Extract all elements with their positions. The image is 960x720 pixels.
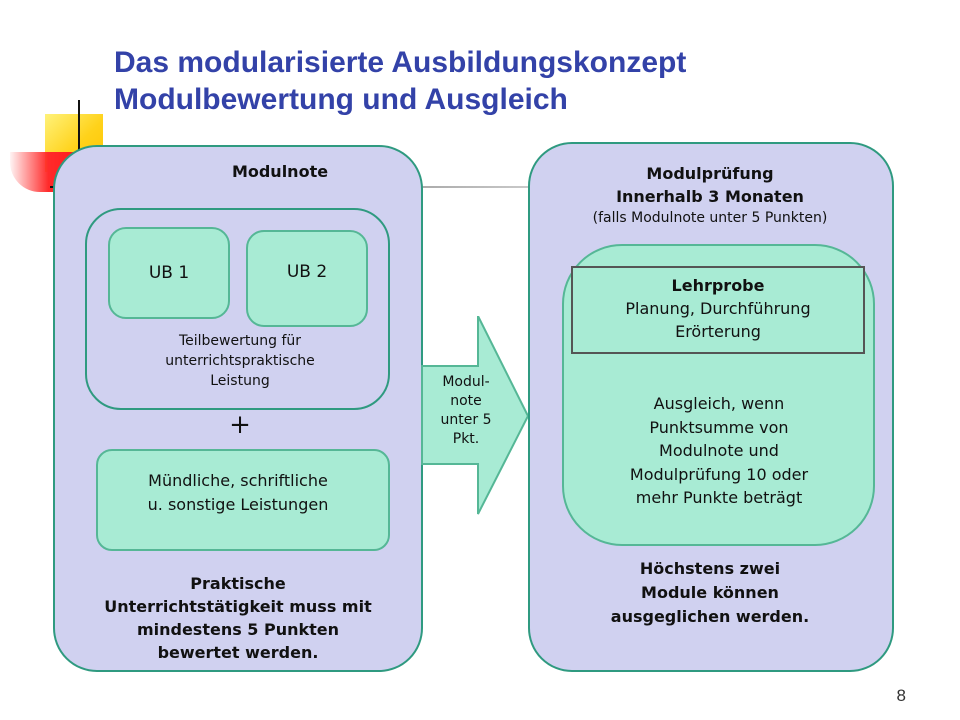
muendlich-text: Mündliche, schriftliche u. sonstige Leis… <box>96 469 380 517</box>
teil-line-3: Leistung <box>210 373 270 389</box>
teil-line-2: unterrichtspraktische <box>165 353 315 369</box>
muendlich-line-1: Mündliche, schriftliche <box>148 471 328 490</box>
title-line-2: Modulbewertung und Ausgleich <box>114 83 568 116</box>
lehrprobe-line-1: Planung, Durchführung <box>625 299 811 318</box>
modulpruefung-subheading: Innerhalb 3 Monaten <box>616 187 804 206</box>
right-footer-line-3: ausgeglichen werden. <box>610 607 810 626</box>
decorative-vertical-line <box>78 100 80 192</box>
lehrprobe-title: Lehrprobe <box>671 276 765 295</box>
modulnote-heading: Modulnote <box>231 162 329 181</box>
ub1-box: UB 1 <box>108 227 230 319</box>
lehrprobe-box <box>571 266 865 354</box>
left-footer-line-2: Unterrichtstätigkeit muss mit <box>104 597 372 616</box>
arrow-shape <box>421 316 530 515</box>
teilbewertung-text: Teilbewertung für unterrichtspraktische … <box>120 331 360 391</box>
arrow-line-2: note <box>450 393 482 409</box>
muendlich-line-2: u. sonstige Leistungen <box>147 495 329 514</box>
arrow-line-1: Modul- <box>442 374 490 390</box>
arrow-line-3: unter 5 <box>440 412 492 428</box>
modulpruefung-header: Modulprüfung Innerhalb 3 Monaten (falls … <box>540 162 880 228</box>
ub1-label: UB 1 <box>148 263 190 283</box>
page-number: 8 <box>896 686 906 705</box>
left-footer-line-1: Praktische <box>190 574 286 593</box>
modulpruefung-heading: Modulprüfung <box>646 164 774 183</box>
slide-title: Das modularisierte Ausbildungskonzept Mo… <box>114 44 914 118</box>
ub2-box: UB 2 <box>246 230 368 327</box>
modulpruefung-note: (falls Modulnote unter 5 Punkten) <box>592 210 828 226</box>
title-line-1: Das modularisierte Ausbildungskonzept <box>114 46 687 79</box>
right-footer-line-1: Höchstens zwei <box>639 559 781 578</box>
modulnote-footer: Praktische Unterrichtstätigkeit muss mit… <box>58 572 418 664</box>
ausgleich-line-2: Punktsumme von <box>649 417 789 437</box>
left-footer-line-3: mindestens 5 Punkten <box>136 620 340 639</box>
left-footer-line-4: bewertet werden. <box>157 643 319 662</box>
plus-sign: + <box>229 410 251 440</box>
ausgleich-line-4: Modulprüfung 10 oder <box>629 464 809 484</box>
modulpruefung-footer: Höchstens zwei Module können ausgegliche… <box>540 557 880 629</box>
ausgleich-text: Ausgleich, wenn Punktsumme von Modulnote… <box>572 392 866 510</box>
ub2-label: UB 2 <box>286 262 328 282</box>
ausgleich-line-1: Ausgleich, wenn <box>653 394 785 413</box>
teil-line-1: Teilbewertung für <box>178 333 301 349</box>
arrow-text: Modul- note unter 5 Pkt. <box>424 373 508 449</box>
ausgleich-line-5: mehr Punkte beträgt <box>635 488 803 507</box>
muendlich-box <box>96 449 390 551</box>
ausgleich-line-3: Modulnote und <box>659 441 779 460</box>
arrow-line-4: Pkt. <box>452 431 480 447</box>
lehrprobe-text: Lehrprobe Planung, Durchführung Erörteru… <box>571 274 865 343</box>
right-footer-line-2: Module können <box>641 583 779 602</box>
lehrprobe-line-2: Erörterung <box>675 322 761 341</box>
